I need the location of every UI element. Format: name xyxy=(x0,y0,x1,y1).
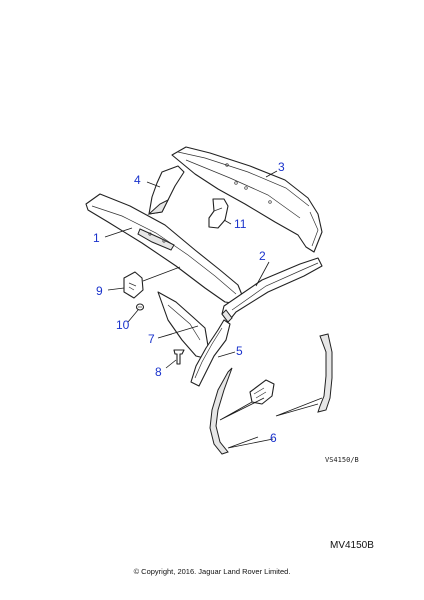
callout-8: 8 xyxy=(155,365,162,379)
part-11-clip xyxy=(208,198,229,229)
callout-9: 9 xyxy=(96,284,103,298)
callout-5: 5 xyxy=(236,344,243,358)
leader-lines xyxy=(104,170,323,449)
callout-3: 3 xyxy=(278,160,285,174)
part-10-screw xyxy=(135,303,145,311)
part-1-header-panel xyxy=(85,193,245,305)
part-9-bracket xyxy=(123,271,144,299)
callout-10: 10 xyxy=(116,318,130,332)
callout-4: 4 xyxy=(134,173,141,187)
part-5-pillar-finisher xyxy=(190,319,231,387)
figure-reference: VS4150/B xyxy=(325,456,359,464)
part-3-rear-header-rail xyxy=(171,146,323,253)
part-2-a-pillar-trim xyxy=(221,257,323,323)
callout-2: 2 xyxy=(259,249,266,263)
callout-11: 11 xyxy=(234,217,247,231)
drawing-code: MV4150B xyxy=(330,540,374,551)
part-4-trim-panel xyxy=(147,165,185,215)
part-8-fastener xyxy=(173,349,185,365)
callout-7: 7 xyxy=(148,332,155,346)
callout-1: 1 xyxy=(93,231,100,245)
callout-6: 6 xyxy=(270,431,277,445)
part-7-lower-trim xyxy=(157,291,209,359)
copyright-notice: © Copyright, 2016. Jaguar Land Rover Lim… xyxy=(133,567,291,576)
